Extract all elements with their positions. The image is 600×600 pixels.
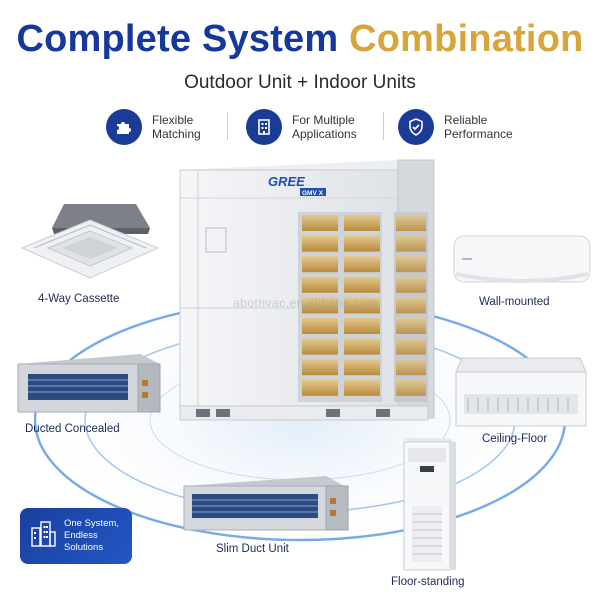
coil-cell — [396, 235, 426, 252]
coil-cell — [302, 235, 338, 252]
cassette-unit-image — [20, 204, 160, 279]
feature-label: Reliable Performance — [444, 113, 513, 141]
brand-logo: GREE — [268, 174, 305, 189]
coil-cell — [344, 318, 380, 334]
coil-cell — [302, 215, 338, 231]
coil-cell — [302, 338, 338, 355]
feature-multiple-applications: For Multiple Applications — [246, 106, 357, 148]
coil-cell — [396, 338, 426, 355]
slim-duct-unit-image — [183, 476, 349, 531]
model-badge: GMV X — [302, 190, 324, 197]
coil-cell — [344, 235, 380, 252]
shield-check-icon — [398, 109, 434, 145]
coil-cell — [344, 256, 380, 273]
floor-standing-label: Floor-standing — [391, 576, 465, 588]
coil-cell — [302, 256, 338, 273]
coil-cell — [396, 215, 426, 231]
page-subtitle: Outdoor Unit + Indoor Units — [184, 72, 416, 93]
puzzle-icon — [106, 109, 142, 145]
ducted-unit-image — [17, 354, 161, 413]
outdoor-unit-image: GREE GMV X — [179, 159, 435, 421]
coil-cell — [302, 359, 338, 376]
title-part-2: Combination — [349, 18, 584, 60]
coil-cell — [302, 379, 338, 396]
coil-cell — [396, 297, 426, 314]
ceiling-floor-unit-image — [455, 357, 587, 427]
coil-cell — [396, 256, 426, 273]
building-icon — [246, 109, 282, 145]
watermark: abothvac.en.alibaba.com — [233, 296, 378, 310]
coil-cell — [344, 215, 380, 231]
wall-unit-image — [453, 235, 591, 283]
coil-cell — [396, 276, 426, 293]
feature-label: Flexible Matching — [152, 113, 201, 141]
ducted-label: Ducted Concealed — [25, 423, 120, 435]
title-part-1: Complete System — [16, 18, 339, 60]
coil-cell — [344, 379, 380, 396]
coil-cell — [396, 379, 426, 396]
slogan-badge: One System, Endless Solutions — [20, 508, 132, 564]
coil-cell — [344, 338, 380, 355]
floor-standing-unit-image — [403, 438, 456, 571]
coil-cell — [302, 276, 338, 293]
ceiling-floor-label: Ceiling-Floor — [482, 433, 548, 445]
coil-cell — [302, 297, 338, 314]
coil-cell — [302, 318, 338, 334]
city-buildings-icon — [30, 520, 56, 553]
wall-label: Wall-mounted — [479, 296, 550, 308]
cassette-label: 4-Way Cassette — [38, 293, 120, 305]
page-title: Complete System Combination — [0, 18, 600, 61]
coil-cell — [396, 318, 426, 334]
slogan-text: One System, Endless Solutions — [64, 518, 119, 553]
feature-flexible-matching: Flexible Matching — [106, 106, 201, 148]
coil-cell — [344, 359, 380, 376]
coil-cell — [344, 276, 380, 293]
coil-cell — [344, 297, 380, 314]
coil-cell — [396, 359, 426, 376]
feature-label: For Multiple Applications — [292, 113, 357, 141]
feature-divider — [227, 112, 228, 140]
feature-reliable-performance: Reliable Performance — [398, 106, 513, 148]
slim-duct-label: Slim Duct Unit — [216, 543, 289, 555]
feature-divider — [383, 112, 384, 140]
